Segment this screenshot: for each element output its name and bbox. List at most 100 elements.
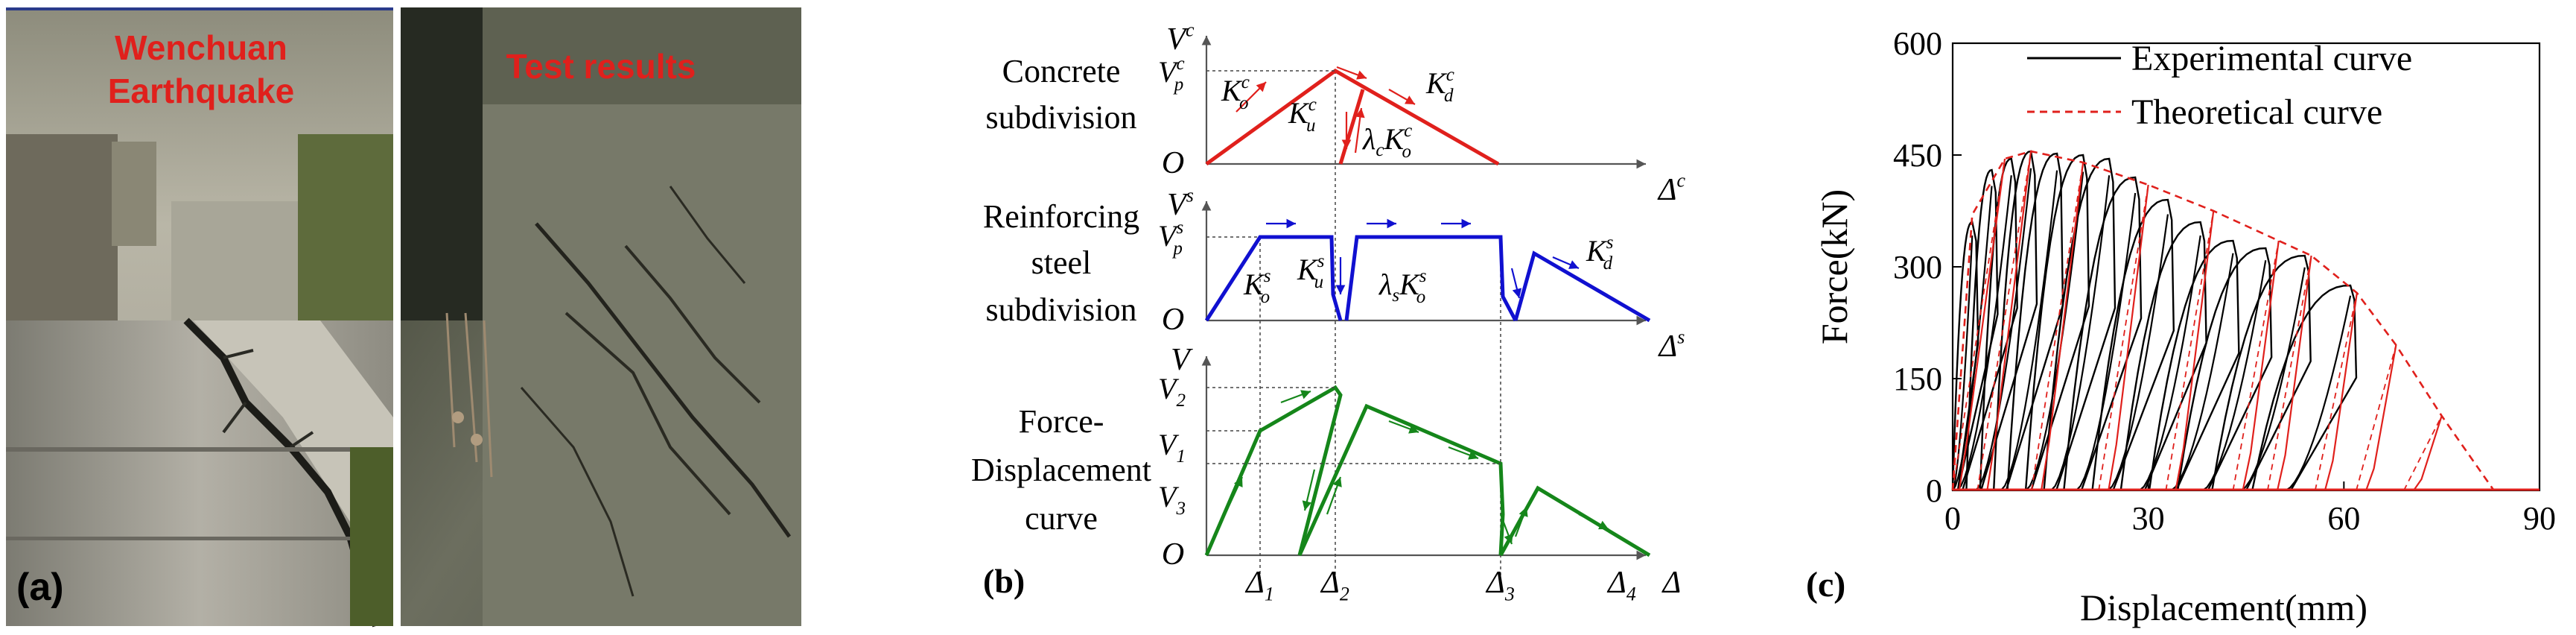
fd-v3-label-sub: 3 [1175,499,1186,519]
concrete-arrow-peak-head [1356,70,1367,80]
delta-tick-1: Δ1 [1244,566,1274,605]
fd-v2-label: V2 [1158,372,1186,411]
experimental-reload-8 [2076,192,2137,491]
steel-arrow-unload-head [1335,285,1346,294]
theoretical-unload-2 [1986,151,2032,491]
row-2-y-axis-arrow [1201,201,1212,211]
theoretical-reload-9 [2356,344,2397,491]
concrete-ku-label-base: K [1288,96,1310,130]
theoretical-reload-6 [2232,240,2280,491]
concrete-ko-label-base: K [1221,74,1243,107]
legend-experimental-label: Experimental curve [2131,39,2412,78]
fd-arrow-7 [1499,514,1513,545]
experimental-series [1951,150,2358,491]
steel-arrow-unload-2-head [1512,288,1522,298]
x-tick-label-30: 30 [2132,500,2165,537]
row-3-title-line-1: Force- [1019,403,1104,440]
steel-arrow-3 [1441,218,1471,229]
y-tick-label-150: 150 [1893,361,1942,397]
steel-ku-label-sub: u [1314,272,1324,292]
wenchuan-caption-line1: Wenchuan [115,28,287,67]
fd-arrow-4 [1326,476,1342,515]
steel-vp-label-sup: s [1176,218,1183,238]
x-tick-label-0: 0 [1944,500,1961,537]
fd-arrow-4-head [1332,477,1342,487]
concrete-arrow-peak [1336,66,1367,80]
row-2-origin-label: O [1162,303,1184,337]
concrete-vp-label-sup: c [1176,54,1184,74]
concrete-arrow-descent [1388,89,1416,105]
x-axis-label: Displacement(mm) [2080,587,2367,628]
theoretical-reload-3 [2031,162,2084,491]
experimental-reload-5 [2000,170,2058,491]
row-3-y-axis-arrow [1201,356,1212,366]
delta-tick-4: Δ4 [1606,566,1636,605]
delta-tick-2: Δ2 [1320,566,1349,605]
fd-arrow-8 [1514,506,1528,537]
steel-arrow-4 [1552,256,1580,270]
row-2-origin-label-base: O [1162,303,1184,337]
row-1-x-axis-symbol: Δc [1657,169,1686,207]
experimental-reload-10 [2139,235,2201,491]
row-3-origin-label: O [1162,537,1184,572]
panel-b-diagram: ConcretesubdivisionVcOΔcReinforcingsteel… [971,19,1686,604]
fd-arrow-3-head [1302,500,1312,511]
steel-lambda-label-sup: s [1419,266,1427,286]
experimental-loop-14 [2251,284,2358,491]
concrete-reload-line [1338,89,1365,165]
fd-x-axis-symbol-base: Δ [1661,566,1682,600]
fd-descent [1498,485,1651,557]
steel-arrow-unload-2 [1510,268,1522,299]
row-2-title-line-2: steel [1031,244,1092,281]
fd-arrow-8-head [1518,507,1528,517]
row-3-origin-label-base: O [1162,537,1184,572]
theoretical-unload-8 [2324,292,2358,491]
concrete-ku-label-sub: u [1306,116,1316,136]
fd-arrow-6 [1448,446,1479,460]
fd-arrow-5-head [1408,424,1419,434]
concrete-arrow-loading-head [1256,82,1266,92]
y-axis-label: Force(kN) [1813,189,1855,344]
experimental-loop-10 [2119,221,2207,491]
steel-descent [1513,250,1651,323]
row-1-y-axis-arrow [1201,36,1212,45]
concrete-kd-label-sub: d [1444,86,1454,106]
experimental-loop-9 [2091,198,2175,491]
experimental-reload-1 [1951,235,1974,491]
fd-arrow-9 [1578,514,1609,530]
experimental-loop-12 [2177,247,2273,491]
theoretical-unload-1 [1958,158,2006,491]
fd-v3-label-base: V [1158,480,1180,514]
concrete-lambda-label-sub: o [1402,142,1411,162]
concrete-arrow-descent-head [1405,95,1415,104]
y-tick-label-300: 300 [1893,249,1942,285]
experimental-loop-4 [1979,150,2038,491]
concrete-arrow-reload-head [1355,108,1365,119]
fd-first-cycle [1204,385,1343,556]
x-tick-label-60: 60 [2327,500,2360,537]
row-2-y-axis-symbol-base: V [1167,188,1189,222]
row-3-title-line-3: curve [1025,500,1098,537]
theoretical-unload-7 [2276,255,2312,491]
concrete-vp-label-sub: p [1173,75,1184,95]
panel-a-label: (a) [16,566,64,609]
fd-arrow-5 [1388,420,1419,434]
row-1-y-axis-symbol-sup: c [1186,19,1195,40]
theoretical-unload-10 [2413,415,2443,491]
y-tick-label-450: 450 [1893,137,1942,174]
experimental-reload-11 [2170,253,2234,491]
steel-lambda-label-base: K [1399,268,1421,301]
row-1-x-axis-arrow [1636,159,1646,169]
experimental-loop-2 [1956,168,1999,491]
theoretical-unload-6 [2242,240,2280,491]
concrete-lambda-label-sup: c [1404,121,1412,141]
row-1-title-line-1: Concrete [1002,53,1121,89]
steel-arrow-4-head [1568,260,1579,269]
